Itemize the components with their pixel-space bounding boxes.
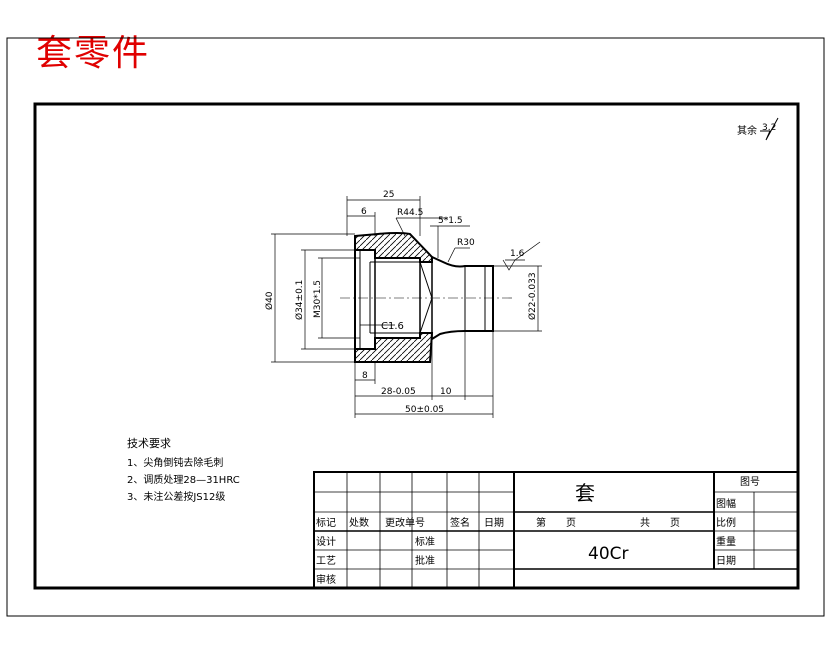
tech-requirements: 技术要求 1、尖角倒钝去除毛刺 2、调质处理28—31HRC 3、未注公差按JS…	[127, 437, 240, 503]
tb-label-design: 设计	[316, 535, 336, 548]
tb-weight-label: 重量	[716, 535, 736, 548]
outer-frame	[6, 37, 825, 617]
dim-bottom-8: 8	[362, 371, 368, 381]
dim-surface-finish: 1.6	[510, 249, 525, 259]
tb-drawing-no-label: 图号	[740, 476, 760, 488]
page-title: 套零件	[36, 33, 151, 74]
tb-total-label: 共 页	[640, 517, 680, 529]
tb-label-craft: 工艺	[316, 555, 336, 567]
title-block	[313, 471, 799, 589]
dim-bore-depth: 6	[361, 207, 367, 217]
dimension-lines	[271, 196, 542, 418]
tb-label-mark: 标记	[316, 517, 336, 529]
tb-date-label: 日期	[716, 555, 736, 567]
tb-label-sign: 签名	[450, 516, 470, 529]
tb-label-date: 日期	[484, 517, 504, 529]
dimension-texts: 25 6 R44.5 5*1.5 R30 1.6 Ø40 Ø34±0.1 M30…	[264, 190, 538, 415]
dim-neck-radius: R30	[457, 238, 475, 248]
tb-label-standard: 标准	[415, 536, 435, 548]
tb-label-change-doc: 更改单号	[385, 516, 425, 529]
roughness-label: 其余	[737, 124, 757, 137]
roughness-symbol-icon	[760, 117, 779, 141]
tb-label-count: 处数	[349, 516, 369, 529]
roughness-value: 3.2	[762, 123, 776, 133]
tb-sheet-label: 第 页	[536, 516, 576, 529]
title-block-text: 标记 处数 更改单号 签名 日期 设计 标准 工艺 批准 审核 套 第 页 共 …	[316, 476, 760, 586]
dim-outer-dia: Ø40	[264, 291, 275, 310]
dim-bore-dia: Ø34±0.1	[294, 280, 305, 320]
tb-size-label: 图幅	[716, 497, 736, 510]
small-end-profile	[431, 256, 494, 340]
tech-item: 2、调质处理28—31HRC	[127, 474, 240, 486]
dim-thread: M30*1.5	[313, 280, 323, 318]
tech-item: 1、尖角倒钝去除毛刺	[127, 456, 223, 469]
dim-chamfer-inner: C1.6	[381, 321, 404, 332]
part-section-view	[340, 232, 515, 363]
tb-material: 40Cr	[588, 544, 629, 564]
dim-overall-top: 25	[383, 190, 394, 200]
tb-scale-label: 比例	[716, 516, 736, 529]
roughness-note: 其余 3.2	[737, 117, 779, 141]
dim-bottom-28: 28-0.05	[381, 387, 416, 397]
tech-item: 3、未注公差按JS12级	[127, 490, 225, 503]
upper-wall-hatch	[354, 232, 433, 263]
dim-total-len: 50±0.05	[405, 405, 444, 415]
tb-part-name: 套	[575, 481, 595, 505]
tb-label-check: 审核	[316, 573, 336, 586]
dim-small-dia: Ø22-0.033	[527, 272, 538, 320]
dim-chamfer-top: 5*1.5	[438, 216, 463, 226]
dim-outer-radius: R44.5	[397, 208, 423, 218]
dim-bottom-10: 10	[440, 387, 452, 397]
tech-title: 技术要求	[127, 437, 171, 450]
tb-label-approve: 批准	[415, 554, 435, 567]
